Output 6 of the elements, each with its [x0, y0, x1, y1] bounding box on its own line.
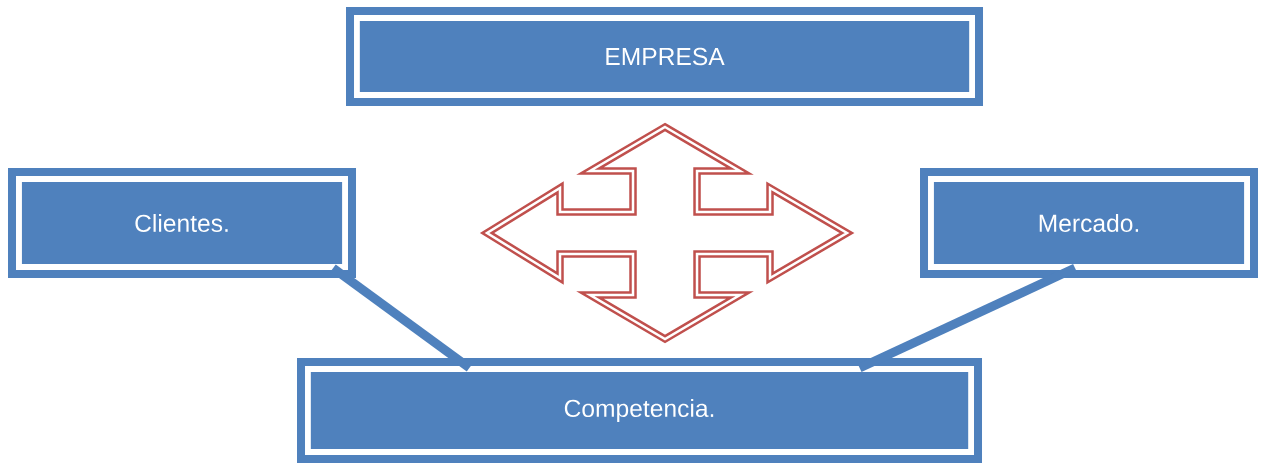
- connector-line: [330, 264, 473, 372]
- connector-line: [857, 263, 1077, 373]
- process-box: Competencia.: [297, 358, 982, 463]
- process-box: Mercado.: [920, 168, 1258, 278]
- process-box: Clientes.: [8, 168, 356, 278]
- process-box: EMPRESA: [346, 7, 983, 106]
